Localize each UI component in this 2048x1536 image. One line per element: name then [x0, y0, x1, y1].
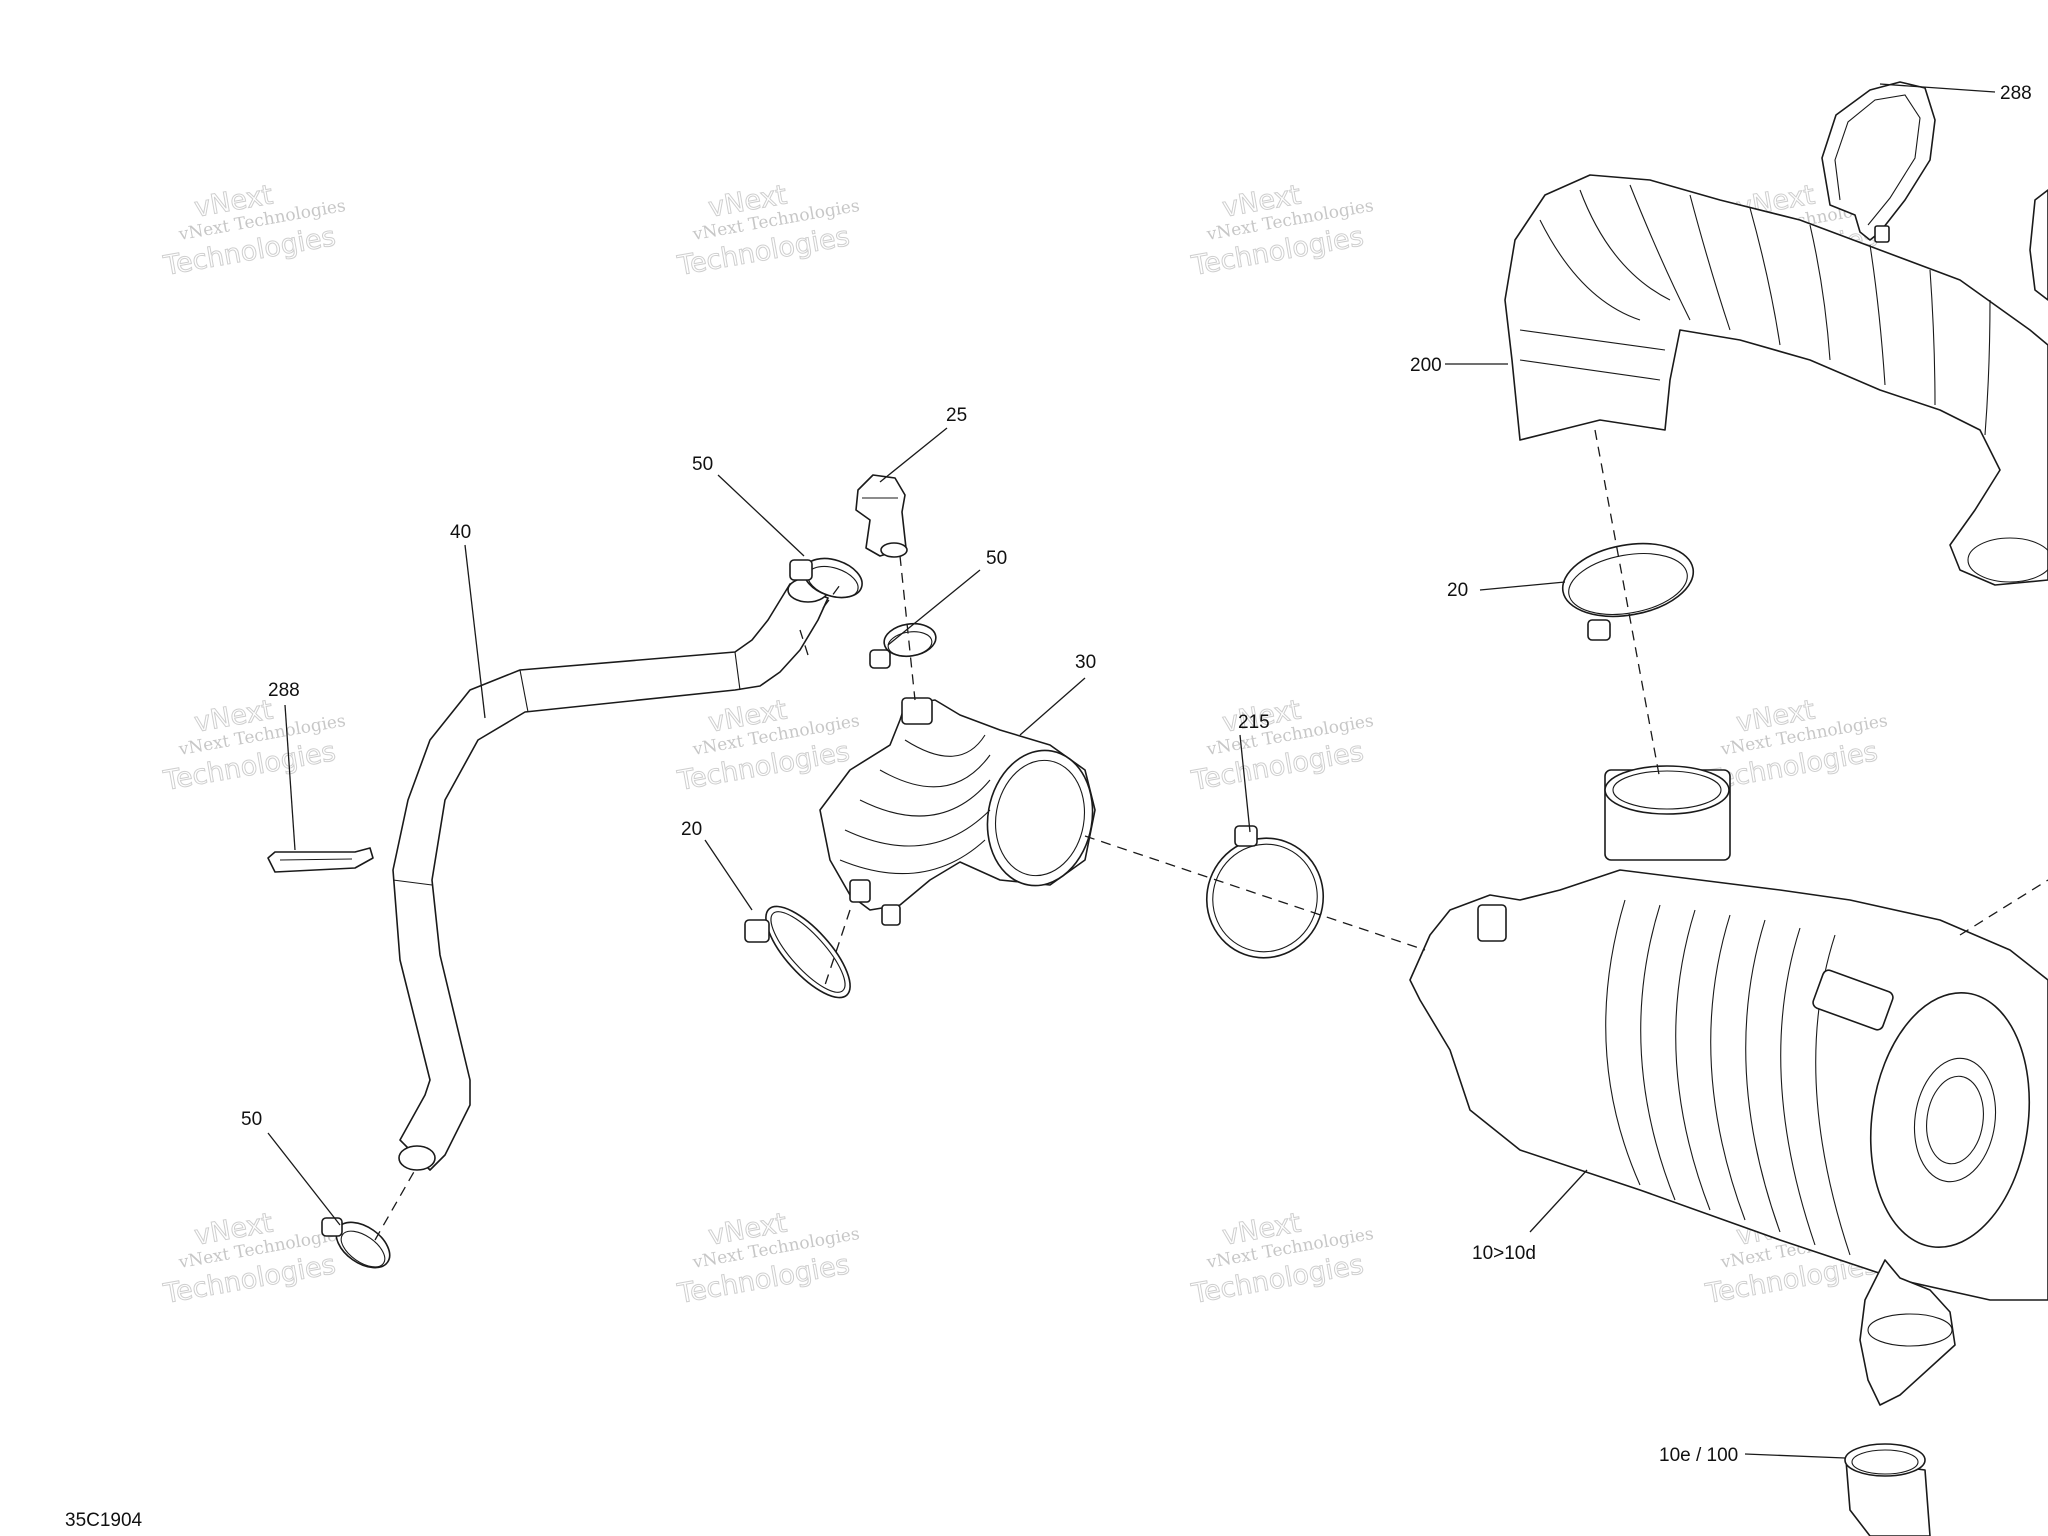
clamp-215: [1205, 825, 1325, 959]
callout-215: 215: [1238, 712, 1270, 733]
callout-50-c: 50: [241, 1109, 262, 1130]
clamp-20-left: [744, 905, 851, 999]
air-filter-housing-10: [1409, 765, 2048, 1406]
clamp-50-top: [789, 557, 863, 599]
callout-10e: 10e / 100: [1659, 1445, 1738, 1466]
drain-valve-10e: [1844, 1443, 1931, 1536]
clamp-50-mid: [869, 622, 937, 669]
callout-40: 40: [450, 522, 471, 543]
clamp-50-bottom: [321, 1217, 391, 1269]
clamp-20-right: [1561, 542, 1695, 641]
clip-288-left: [267, 847, 374, 873]
assembly-lines: [374, 429, 2048, 1241]
clip-288-top: [1821, 81, 2048, 301]
callout-10: 10>10d: [1472, 1243, 1536, 1264]
intake-boot-30: [819, 697, 1096, 926]
callout-288-top: 288: [2000, 83, 2032, 104]
air-duct-200: [1504, 174, 2048, 586]
elbow-25: [855, 474, 908, 558]
callout-50-a: 50: [692, 454, 713, 475]
callout-20-left: 20: [681, 819, 702, 840]
callout-30: 30: [1075, 652, 1096, 673]
callout-288-left: 288: [268, 680, 300, 701]
callout-labels: 288 200 25 50 50 40 30 288 20 215 20 50 …: [65, 83, 2032, 1531]
leader-lines: [267, 83, 1996, 1459]
callout-50-b: 50: [986, 548, 1007, 569]
diagram-code: 35C1904: [65, 1510, 143, 1531]
callout-200: 200: [1410, 355, 1442, 376]
callout-20-right: 20: [1447, 580, 1468, 601]
callout-25: 25: [946, 405, 967, 426]
hose-40: [392, 577, 829, 1171]
